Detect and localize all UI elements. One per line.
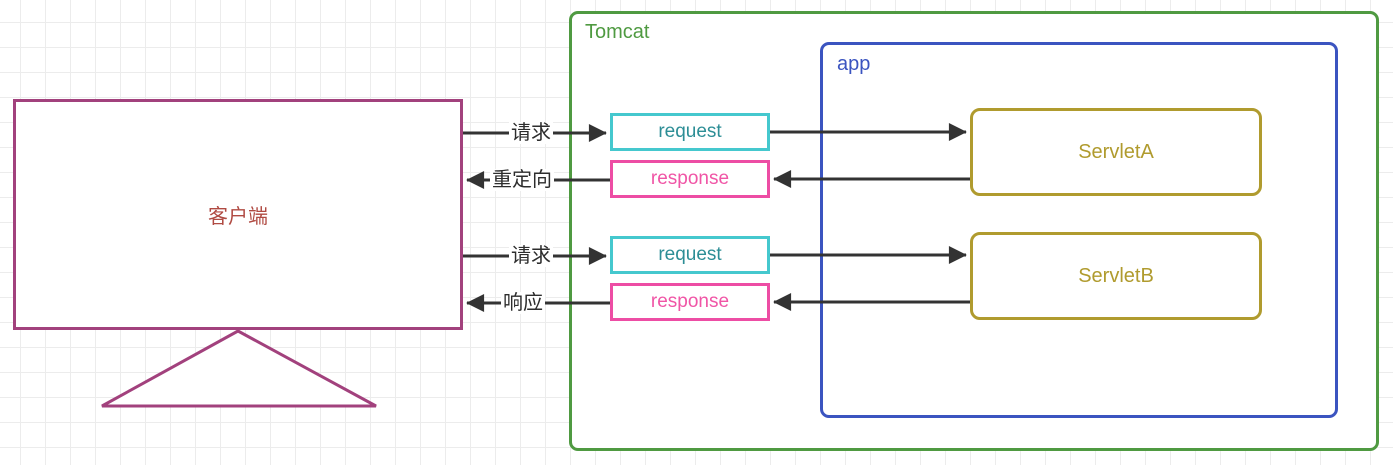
arrow-label-request-1: 请求	[509, 122, 553, 144]
response-box-1[interactable]: response	[610, 160, 770, 198]
arrow-label-request-2: 请求	[509, 245, 553, 267]
app-label: app	[837, 53, 871, 75]
servlet-a-box[interactable]: ServletA	[970, 108, 1262, 196]
response-box-2[interactable]: response	[610, 283, 770, 321]
servlet-b-box[interactable]: ServletB	[970, 232, 1262, 320]
request-box-2[interactable]: request	[610, 236, 770, 274]
monitor-stand-triangle[interactable]	[101, 329, 377, 408]
servlet-a-label: ServletA	[1078, 140, 1154, 163]
request-box-2-label: request	[658, 244, 722, 265]
request-box-1-label: request	[658, 121, 722, 142]
response-box-1-label: response	[650, 168, 730, 189]
client-box[interactable]: 客户端	[13, 99, 463, 330]
tomcat-label: Tomcat	[585, 21, 650, 43]
request-box-1[interactable]: request	[610, 113, 770, 151]
servlet-b-label: ServletB	[1078, 264, 1154, 287]
arrow-label-redirect: 重定向	[490, 169, 554, 191]
arrow-label-response: 响应	[501, 292, 545, 314]
response-box-2-label: response	[650, 291, 730, 312]
client-label: 客户端	[208, 206, 268, 228]
app-container[interactable]: app	[820, 42, 1338, 418]
